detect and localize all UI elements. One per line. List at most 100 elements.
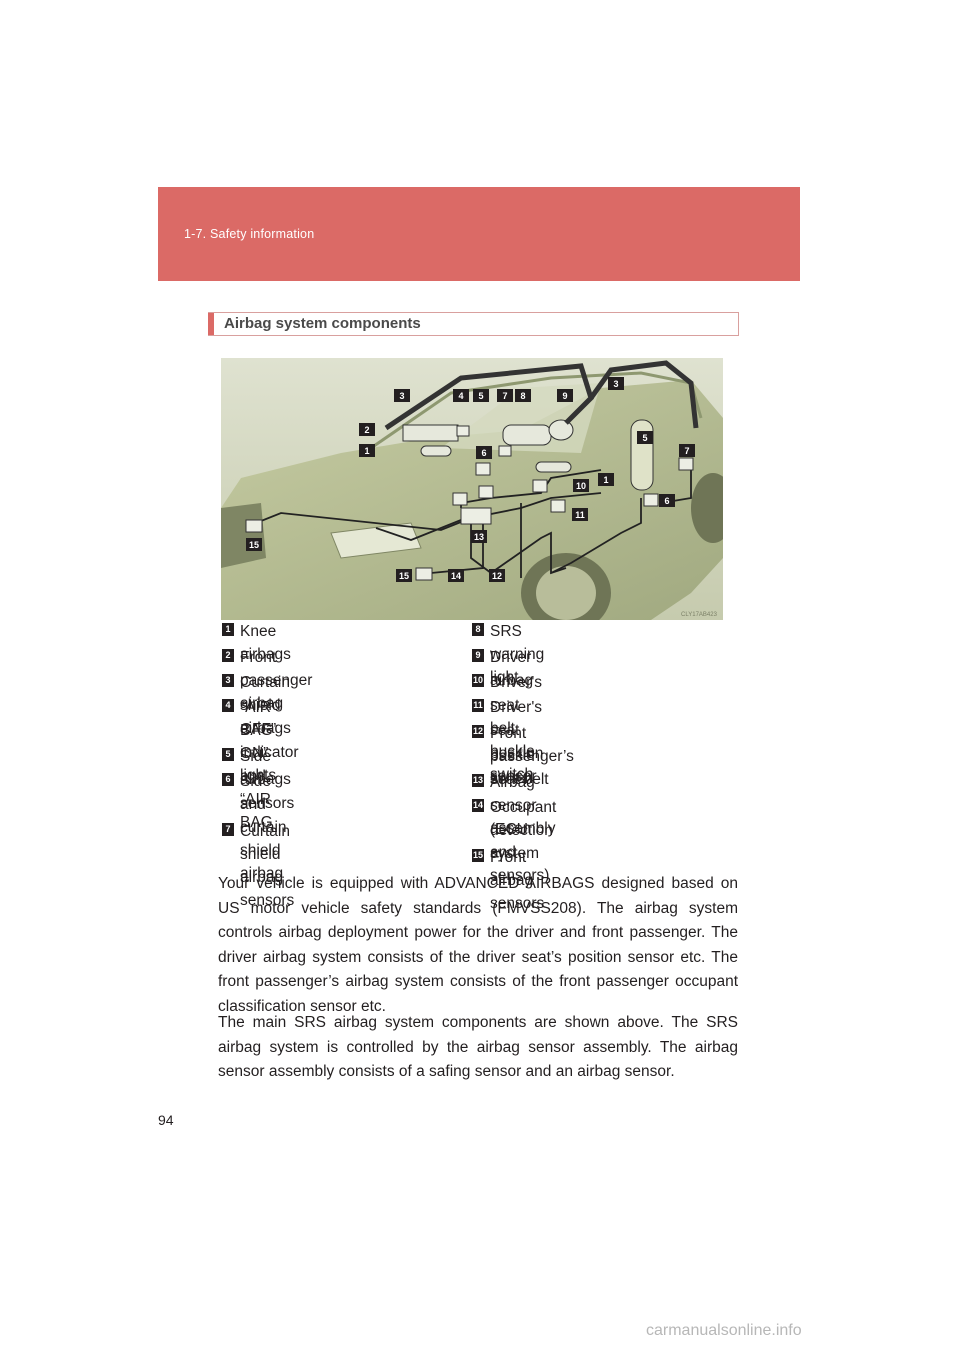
driver-airbag — [502, 424, 552, 446]
headlight — [330, 522, 422, 559]
knee-airbag-left — [420, 445, 452, 457]
legend-label: Driver's seat position sensor — [490, 699, 544, 785]
legend-number-badge: 9 — [472, 649, 484, 662]
legend-label: SRS warning light — [490, 623, 545, 686]
paragraph-advanced-airbags: Your vehicle is equipped with ADVANCED A… — [218, 875, 738, 1015]
svg-text:15: 15 — [399, 571, 409, 581]
rear-wheel — [691, 473, 723, 543]
callout-9: 9 — [557, 389, 573, 402]
svg-text:13: 13 — [474, 532, 484, 542]
svg-text:5: 5 — [478, 391, 483, 401]
callout-11: 11 — [572, 508, 588, 521]
callout-5-right: 5 — [637, 431, 653, 444]
grille — [221, 503, 266, 568]
legend-label: OFF” indicator lights — [240, 721, 299, 784]
legend-number-badge: 12 — [472, 725, 484, 738]
legend-label: Front passenger airbag — [240, 649, 313, 712]
svg-text:1: 1 — [603, 475, 608, 485]
callout-3-right: 3 — [608, 377, 624, 390]
legend-label: (ECU and sensors) — [490, 821, 550, 884]
legend-number-badge: 7 — [222, 823, 234, 836]
heading-title: Airbag system components — [224, 315, 421, 332]
figure-code: CLY17AB423 — [681, 612, 718, 618]
page-number: 94 — [158, 1112, 174, 1128]
airbag-components-figure: 1 2 3 4 5 6 7 8 9 3 5 7 1 10 6 11 13 15 … — [221, 358, 723, 620]
legend-number-badge: 15 — [472, 849, 484, 862]
svg-text:2: 2 — [364, 425, 369, 435]
knee-airbag-right — [535, 461, 572, 473]
callout-1-right: 1 — [598, 473, 614, 486]
legend-label: Driver's seat belt buckle switch — [490, 674, 543, 783]
callout-14: 14 — [448, 569, 464, 582]
legend-label: Driver airbag — [490, 649, 534, 689]
car-body — [221, 380, 723, 620]
svg-text:10: 10 — [576, 481, 586, 491]
front-wheel-rim — [536, 566, 596, 620]
svg-text:6: 6 — [481, 448, 486, 458]
legend-label: Side and curtain shield airbag — [240, 773, 287, 882]
callout-5-left: 5 — [473, 389, 489, 402]
legend-number-badge: 2 — [222, 649, 234, 662]
svg-text:12: 12 — [492, 571, 502, 581]
curtain-airbag-line — [384, 363, 594, 431]
callout-6-left: 6 — [476, 446, 492, 459]
svg-text:3: 3 — [613, 379, 618, 389]
legend-number-badge: 4 — [222, 699, 234, 712]
driver-seat — [630, 419, 654, 491]
legend-label: Front airbag sensors — [490, 849, 545, 912]
callout-3-left: 3 — [394, 389, 410, 402]
svg-text:4: 4 — [458, 391, 463, 401]
callout-6-right: 6 — [659, 494, 675, 507]
legend-label: “AIR BAG ON” and “AIR BAG — [240, 699, 273, 831]
svg-text:7: 7 — [502, 391, 507, 401]
svg-text:15: 15 — [249, 540, 259, 550]
legend-label: Side airbags — [240, 748, 291, 788]
callout-13: 13 — [471, 530, 487, 543]
legend-label: Curtain shield airbag sensors — [240, 823, 295, 909]
legend-label: Airbag sensor assembly — [490, 774, 556, 837]
legend-label: Knee airbags — [240, 623, 291, 663]
legend-label: Curtain shield airbags — [240, 674, 291, 737]
legend-label: Occupant detection system — [490, 799, 557, 862]
callouts: 1 2 3 4 5 6 7 8 9 3 5 7 1 10 6 11 13 15 … — [246, 377, 695, 582]
legend-number-badge: 14 — [472, 799, 484, 812]
curtain-airbag-line-right — [588, 360, 699, 429]
legend-number-badge: 13 — [472, 774, 484, 787]
paragraph-srs-components: The main SRS airbag system components ar… — [218, 1014, 738, 1080]
svg-text:7: 7 — [684, 446, 689, 456]
section-heading: Airbag system components — [208, 312, 739, 336]
legend-label: sensors — [240, 795, 295, 812]
svg-text:8: 8 — [520, 391, 525, 401]
section-title: 1-7. Safety information — [184, 227, 315, 241]
legend-number-badge: 6 — [222, 773, 234, 786]
legend-number-badge: 5 — [222, 748, 234, 761]
callout-8: 8 — [515, 389, 531, 402]
callout-4: 4 — [453, 389, 469, 402]
callout-2: 2 — [359, 423, 375, 436]
callout-15-left: 15 — [246, 538, 262, 551]
passenger-airbag — [402, 424, 459, 442]
callout-15-right: 15 — [396, 569, 412, 582]
svg-text:1: 1 — [364, 446, 369, 456]
header-band: 1-7. Safety information — [158, 187, 800, 281]
callout-10: 10 — [573, 479, 589, 492]
svg-text:9: 9 — [562, 391, 567, 401]
legend-number-badge: 11 — [472, 699, 484, 712]
callout-7-right: 7 — [679, 444, 695, 457]
heading-accent-bar — [208, 313, 214, 335]
legend-number-badge: 10 — [472, 674, 484, 687]
callout-1-left: 1 — [359, 444, 375, 457]
legend-number-badge: 1 — [222, 623, 234, 636]
watermark: carmanualsonline.info — [646, 1322, 802, 1339]
sensor-blocks — [245, 425, 694, 581]
legend-label: buckle switch — [490, 747, 535, 787]
svg-text:3: 3 — [399, 391, 404, 401]
svg-text:11: 11 — [575, 510, 585, 520]
callout-12: 12 — [489, 569, 505, 582]
svg-text:6: 6 — [664, 496, 669, 506]
steering-wheel — [548, 419, 574, 441]
svg-text:14: 14 — [451, 571, 461, 581]
legend-label: Front passenger’s seat belt — [490, 725, 574, 788]
svg-text:5: 5 — [642, 433, 647, 443]
legend-number-badge: 3 — [222, 674, 234, 687]
